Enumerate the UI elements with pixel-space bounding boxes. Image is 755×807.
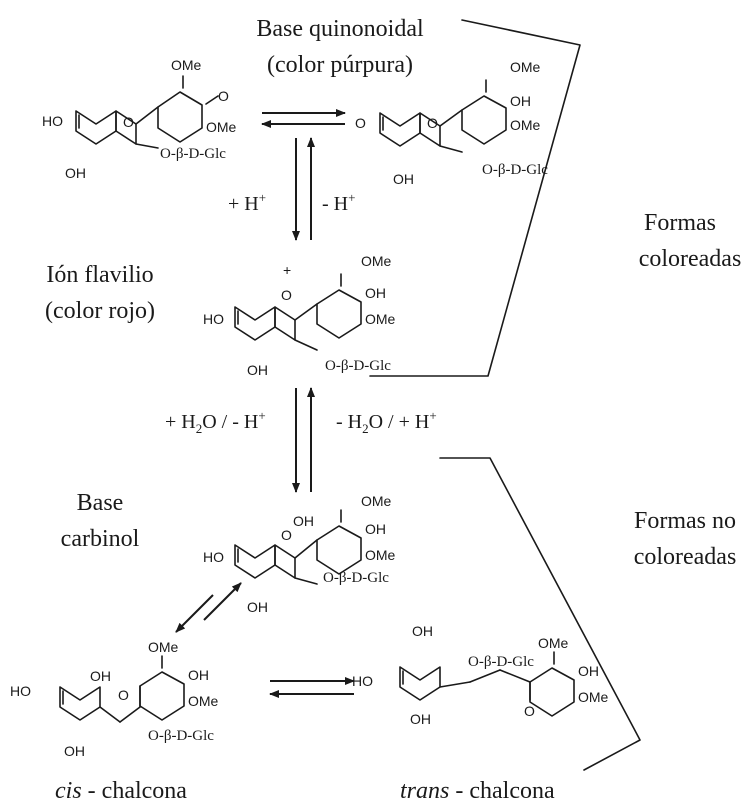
cis-chalcone: HO OH OH O OMe OH OMe O-β-D-Glc — [10, 639, 219, 759]
svg-text:OH: OH — [293, 513, 314, 529]
svg-text:OH: OH — [365, 285, 386, 301]
svg-text:OMe: OMe — [538, 635, 569, 651]
equilibrium-arrows-carbinol-cis — [175, 582, 242, 633]
protonation-label: + H+ — [228, 190, 266, 215]
svg-text:O: O — [218, 88, 229, 104]
svg-text:OH: OH — [90, 668, 111, 684]
svg-text:OMe: OMe — [361, 253, 392, 269]
svg-text:OH: OH — [65, 165, 86, 181]
svg-text:HO: HO — [203, 549, 224, 565]
svg-text:HO: HO — [203, 311, 224, 327]
quinoidal-title: Base quinonoidal — [256, 16, 424, 42]
flavylium-title: Ión flavilio — [46, 262, 153, 288]
uncolored-bracket — [439, 457, 641, 771]
svg-text:O: O — [118, 687, 129, 703]
svg-text:HO: HO — [42, 113, 63, 129]
quinoidal-base-right: O OH O OMe OH OMe O-β-D-Glc — [355, 59, 548, 187]
svg-text:O: O — [355, 115, 366, 131]
svg-text:O-β-D-Glc: O-β-D-Glc — [325, 358, 391, 374]
uncolored-forms-label-2: coloreadas — [634, 544, 737, 570]
colored-forms-label: Formas — [644, 210, 716, 236]
equilibrium-arrows-quinoidal-flavylium — [292, 137, 315, 241]
carbinol-title: Base — [77, 490, 124, 516]
svg-text:OMe: OMe — [578, 689, 609, 705]
svg-text:HO: HO — [10, 683, 31, 699]
svg-text:OMe: OMe — [365, 311, 396, 327]
hydration-label: + H2O / - H+ — [165, 408, 266, 436]
svg-text:OMe: OMe — [171, 57, 202, 73]
svg-text:O: O — [427, 115, 438, 131]
svg-text:O: O — [123, 114, 134, 130]
svg-text:OH: OH — [410, 711, 431, 727]
svg-text:O: O — [281, 527, 292, 543]
svg-text:OMe: OMe — [365, 547, 396, 563]
svg-text:O-β-D-Glc: O-β-D-Glc — [160, 146, 226, 162]
cis-chalcone-label: cis - chalcona — [55, 778, 187, 804]
svg-text:OH: OH — [247, 362, 268, 378]
svg-text:OMe: OMe — [188, 693, 219, 709]
carbinol-subtitle: carbinol — [61, 526, 140, 552]
colored-bracket — [369, 19, 581, 377]
svg-text:O: O — [524, 703, 535, 719]
svg-text:O-β-D-Glc: O-β-D-Glc — [148, 728, 214, 744]
svg-text:OH: OH — [247, 599, 268, 615]
svg-text:OMe: OMe — [510, 117, 541, 133]
svg-text:O-β-D-Glc: O-β-D-Glc — [482, 162, 548, 178]
svg-text:OH: OH — [412, 623, 433, 639]
svg-text:+: + — [283, 262, 291, 278]
equilibrium-arrows-flavylium-carbinol — [292, 387, 315, 493]
svg-text:HO: HO — [352, 673, 373, 689]
svg-text:OH: OH — [188, 667, 209, 683]
flavylium-color: (color rojo) — [45, 298, 155, 324]
svg-text:OH: OH — [64, 743, 85, 759]
svg-text:O: O — [281, 287, 292, 303]
svg-text:OMe: OMe — [148, 639, 179, 655]
svg-text:OH: OH — [365, 521, 386, 537]
carbinol-base: HO OH O OH OMe OH OMe O-β-D-Glc — [203, 493, 396, 615]
quinoidal-color: (color púrpura) — [267, 52, 413, 78]
svg-text:OMe: OMe — [510, 59, 541, 75]
dehydration-label: - H2O / + H+ — [336, 408, 437, 436]
svg-text:OH: OH — [578, 663, 599, 679]
quinoidal-base-left: HO OH O OMe O OMe O-β-D-Glc — [42, 57, 237, 181]
svg-text:OMe: OMe — [361, 493, 392, 509]
equilibrium-arrows-cis-trans — [269, 677, 355, 698]
svg-text:OH: OH — [393, 171, 414, 187]
trans-chalcone: HO OH OH O OMe OH OMe O-β-D-Glc — [352, 623, 609, 727]
colored-forms-label-2: coloreadas — [639, 246, 742, 272]
svg-text:O-β-D-Glc: O-β-D-Glc — [323, 570, 389, 586]
svg-text:O-β-D-Glc: O-β-D-Glc — [468, 654, 534, 670]
svg-text:OH: OH — [510, 93, 531, 109]
uncolored-forms-label: Formas no — [634, 508, 736, 534]
equilibrium-arrows-top — [261, 109, 346, 128]
svg-text:OMe: OMe — [206, 119, 237, 135]
flavylium-cation: HO OH O + OMe OH OMe O-β-D-Glc — [203, 253, 396, 378]
trans-chalcone-label: trans - chalcona — [400, 778, 555, 804]
deprotonation-label: - H+ — [322, 190, 355, 215]
